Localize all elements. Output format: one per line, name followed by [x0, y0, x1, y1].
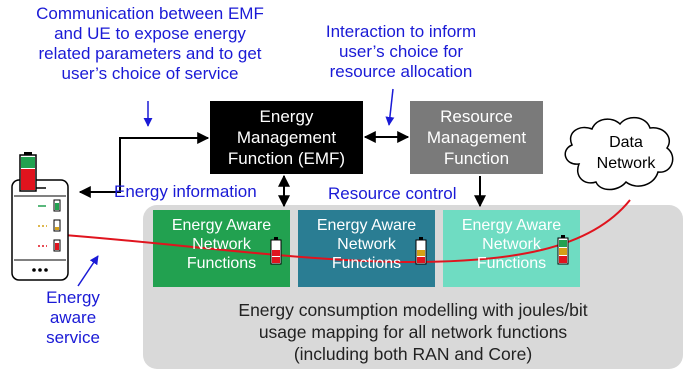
ue-emf-arrow [78, 132, 210, 198]
service-label-line: Energy [46, 288, 100, 307]
emf-ue-communication-note: Communication between EMF and UE to expo… [0, 4, 300, 84]
nf-box-2 [298, 210, 435, 287]
nf-label-line: Functions [186, 255, 257, 272]
service-pointer-arrow [77, 255, 99, 287]
nf-label-line: Functions [476, 255, 547, 272]
emf-label-line: Function (EMF) [227, 149, 346, 168]
nf-label-line: Energy Aware [171, 217, 272, 234]
core-description: Energy consumption modelling with joules… [143, 299, 683, 365]
phone-battery-icon [19, 152, 37, 192]
data-network-label-line: Network [596, 155, 656, 172]
emf-label-line: Management [236, 128, 337, 147]
service-path [35, 199, 631, 264]
nf-label-2: Energy Aware Network Functions [298, 216, 435, 273]
core-description-line: usage mapping for all network functions [258, 322, 568, 342]
note-line: Communication between EMF [36, 4, 264, 23]
rmf-box [410, 101, 543, 174]
emf-label-line: Energy [259, 107, 314, 126]
data-network-label-line: Data [609, 134, 643, 151]
core-description-line: Energy consumption modelling with joules… [238, 300, 588, 320]
nf3-battery-icon [557, 235, 569, 265]
core-description-line: (including both RAN and Core) [293, 344, 533, 364]
energy-information-label: Energy information [114, 182, 257, 201]
ue-phone-icon [11, 179, 69, 281]
interaction-pointer-arrow [385, 88, 395, 126]
nf-label-line: Network [337, 236, 396, 253]
data-network-label: Data Network [578, 128, 674, 178]
rmf-label-line: Management [426, 128, 527, 147]
resource-control-label: Resource control [328, 184, 457, 203]
rmf-label: Resource Management Function [410, 101, 543, 174]
nf-label-line: Functions [331, 255, 402, 272]
energy-aware-service-label: Energy aware service [38, 288, 108, 348]
nf-label-line: Energy Aware [461, 217, 562, 234]
note-line: and UE to expose energy [54, 24, 246, 43]
nf-label-line: Network [192, 236, 251, 253]
nf-label-line: Network [482, 236, 541, 253]
nf2-battery-icon [415, 237, 427, 265]
note-line: user’s choice of service [61, 64, 239, 83]
emf-box [210, 101, 363, 174]
nf-box-3 [443, 210, 580, 287]
nf-box-1 [153, 210, 290, 287]
service-label-line: aware [49, 308, 97, 327]
nf-label-line: Energy Aware [316, 217, 417, 234]
nf1-battery-icon [270, 237, 282, 265]
note-line: related parameters and to get [38, 44, 262, 63]
rmf-label-line: Resource [440, 107, 513, 126]
interaction-note: Interaction to inform user’s choice for … [306, 22, 496, 82]
service-label-line: service [46, 328, 100, 347]
nf-label-1: Energy Aware Network Functions [153, 216, 290, 273]
nf-label-3: Energy Aware Network Functions [443, 216, 580, 273]
rmf-label-line: Function [443, 149, 510, 168]
emf-label: Energy Management Function (EMF) [210, 101, 363, 174]
note-line: user’s choice for [338, 42, 464, 61]
note-line: resource allocation [329, 62, 473, 81]
note-line: Interaction to inform [325, 22, 477, 41]
cloud-shape [564, 116, 674, 191]
